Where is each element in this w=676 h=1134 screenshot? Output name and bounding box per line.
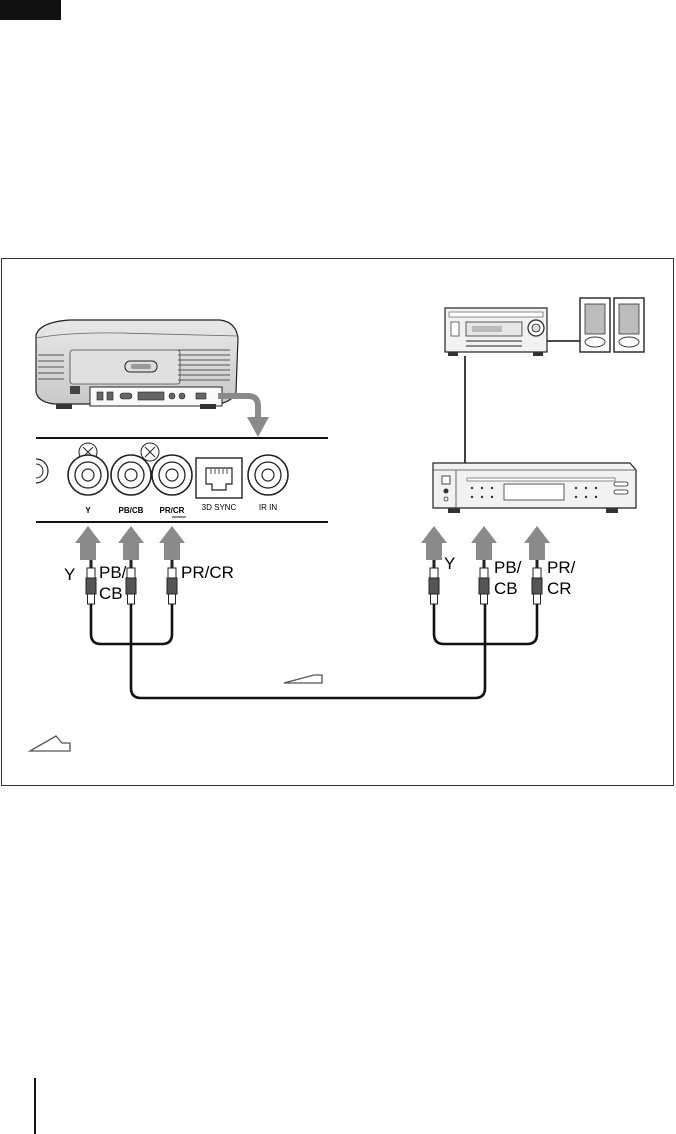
ir-in-port-jack	[248, 455, 288, 495]
port-label-3d-sync: 3D SYNC	[202, 503, 237, 512]
port-label-pb-cb: PB/CB	[119, 506, 144, 515]
signal-arrows-player	[421, 526, 550, 560]
projector	[36, 320, 238, 409]
cable-label-y-projector: Y	[64, 565, 75, 584]
port-label-pr-cr: PR/CR	[160, 506, 185, 515]
cable-label-pb-projector-line2: CB	[99, 584, 123, 603]
y-port-jack	[68, 455, 108, 495]
signal-flow-arrow-icon	[30, 736, 70, 751]
page-margin-rule	[34, 1078, 36, 1134]
signal-flow-arrow-icon	[284, 675, 322, 683]
port-label-ir-in: IR IN	[259, 503, 277, 512]
3d-sync-port	[196, 458, 242, 498]
port-label-y: Y	[85, 506, 91, 515]
cable-label-pb-player-line2: CB	[494, 579, 518, 598]
video-player	[433, 463, 636, 513]
cable-label-pr-projector: PR/CR	[181, 563, 234, 582]
cable-label-y-player: Y	[444, 554, 455, 573]
projector-input-panel: Y PB/CB PR/CR 3D SYNC IR IN	[36, 438, 328, 522]
pr-cr-port-jack	[152, 455, 192, 495]
cable-label-pb-projector-line1: PB/	[99, 563, 127, 582]
cable-label-pr-player-line1: PR/	[547, 558, 576, 577]
projector-vent	[178, 350, 230, 380]
cable-label-pb-player-line1: PB/	[494, 558, 522, 577]
pb-cb-port-jack	[111, 455, 151, 495]
av-amplifier	[445, 308, 547, 356]
speakers	[580, 298, 644, 352]
cable-label-pr-player-line2: CR	[547, 579, 572, 598]
signal-arrows-projector	[75, 526, 185, 560]
component-cable	[91, 604, 537, 698]
